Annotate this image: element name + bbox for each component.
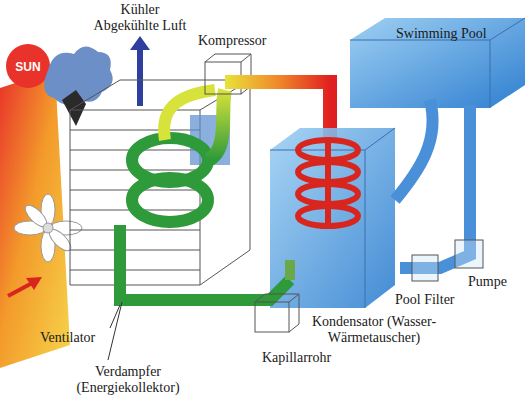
suction-pipe-top — [164, 90, 215, 140]
air-out-label: Kühler Abgekühlte Luft — [88, 2, 192, 34]
sun-band — [0, 70, 70, 368]
fan — [14, 194, 82, 262]
part-label: Swimming Pool — [396, 26, 516, 42]
air-out-arrow — [137, 48, 143, 106]
air-in-arrowhead — [26, 277, 42, 290]
evaporator-frame — [70, 80, 250, 285]
suction-pipe — [208, 90, 225, 160]
leader-line — [108, 302, 122, 360]
sun-disc — [6, 44, 50, 88]
pool-edge — [490, 40, 491, 108]
sun-label: SUN — [12, 59, 44, 75]
liquid-pipe — [285, 260, 295, 280]
part-label: Pool Filter — [395, 292, 505, 308]
part-label: Kondensator (Wasser-Wärmetauscher) — [286, 314, 462, 346]
swimming-pool — [350, 18, 525, 108]
pool-supply-pipe — [395, 100, 433, 200]
capillary-box — [255, 294, 299, 332]
part-label: Verdampfer (Energiekollektor) — [55, 364, 201, 396]
part-label: Pumpe — [468, 274, 528, 290]
air-out-arrowhead — [130, 36, 150, 50]
part-label: Kapillarrohr — [262, 350, 362, 366]
part-label: Ventilator — [40, 330, 130, 346]
condenser-coil — [298, 140, 358, 226]
condenser-edge — [365, 150, 366, 308]
evaporator-coil — [132, 138, 208, 222]
liquid-pipe — [120, 225, 290, 300]
filter-box — [412, 255, 438, 281]
part-label: Kompressor — [198, 33, 288, 49]
pump-box — [455, 240, 483, 268]
